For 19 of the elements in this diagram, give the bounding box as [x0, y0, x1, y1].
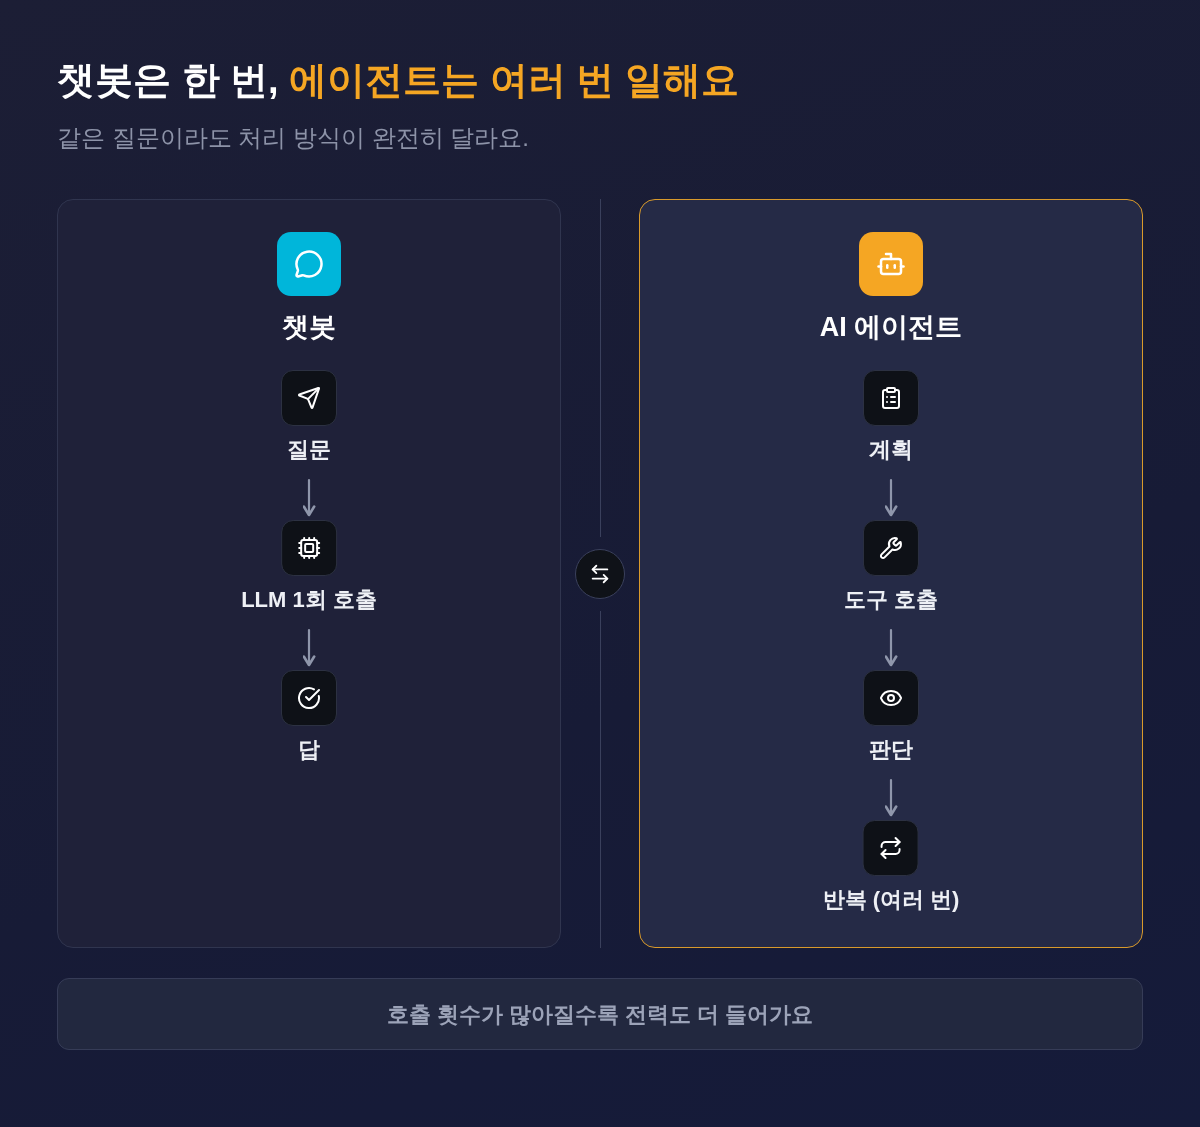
step-label: 계획 — [869, 436, 913, 464]
title: 챗봇은 한 번, 에이전트는 여러 번 일해요 — [57, 58, 739, 103]
arrow — [884, 778, 898, 817]
panel-title: AI 에이전트 — [819, 311, 963, 344]
subtitle: 같은 질문이라도 처리 방식이 완전히 달라요. — [57, 123, 529, 153]
note-banner: 호출 횟수가 많아질수록 전력도 더 들어가요 — [57, 978, 1143, 1050]
step-label: 도구 호출 — [843, 586, 939, 614]
arrow — [884, 478, 898, 517]
step-label: 질문 — [287, 436, 331, 464]
step-label: 반복 (여러 번) — [822, 886, 960, 914]
step-label: 판단 — [869, 736, 913, 764]
step-label: LLM 1회 호출 — [241, 586, 377, 614]
panel-title: 챗봇 — [282, 311, 336, 344]
step-label: 답 — [298, 736, 320, 764]
panel-card — [57, 199, 561, 948]
arrow — [302, 478, 316, 517]
arrow — [884, 628, 898, 667]
panel-card — [639, 199, 1143, 948]
arrow — [302, 628, 316, 667]
